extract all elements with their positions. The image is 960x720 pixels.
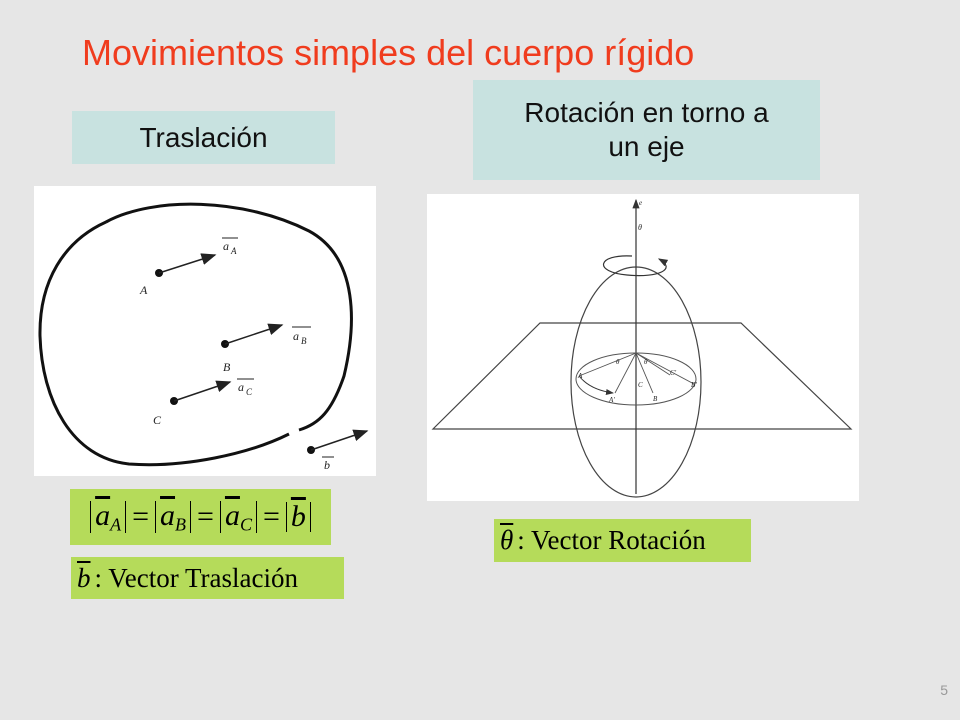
- theta-axis-label: θ: [638, 223, 642, 232]
- rotation-diagram-svg: e θ θ θ A C C' B' A' B: [431, 198, 853, 498]
- point-b-label: B: [223, 360, 231, 374]
- point-a-rot-label: A: [577, 372, 583, 380]
- radial-lines: [578, 352, 695, 394]
- equals-1: =: [132, 500, 150, 533]
- vector-a-label: a: [223, 239, 229, 253]
- translation-equation: aA = aB = aC = b: [70, 489, 331, 545]
- abs-a-b: aB: [155, 500, 192, 534]
- rigid-body-outline: [38, 202, 353, 467]
- rotation-vector-label: θ : Vector Rotación: [494, 519, 751, 562]
- swept-arc: [578, 375, 614, 395]
- point-a-prime-label: A': [608, 396, 615, 404]
- translation-vector-symbol: b: [77, 562, 91, 593]
- theta-angle-label-2: θ: [644, 358, 648, 366]
- vector-c-arrow: [173, 380, 232, 402]
- translation-heading-text: Traslación: [139, 121, 268, 153]
- translation-vector-text: : Vector Traslación: [94, 562, 299, 593]
- rotation-heading-line2: un eje: [608, 131, 685, 162]
- rotation-vector-text: : Vector Rotación: [517, 525, 706, 555]
- point-c-prime-label: C': [670, 369, 677, 377]
- abs-a-a: aA: [90, 500, 127, 534]
- vector-a-sub: A: [230, 246, 237, 256]
- equals-3: =: [262, 500, 280, 533]
- vector-b-free-arrow: [310, 429, 369, 451]
- rotation-heading: Rotación en torno a un eje: [473, 80, 820, 180]
- vector-b-arrow: [224, 323, 284, 345]
- translation-heading: Traslación: [72, 111, 335, 164]
- page-number: 5: [940, 682, 948, 698]
- axis-label: e: [639, 199, 642, 207]
- theta-angle-label-1: θ: [616, 358, 620, 366]
- rotation-vector-symbol: θ: [500, 525, 514, 555]
- point-b-rot-label: B: [653, 395, 658, 403]
- point-c-label: C: [153, 413, 162, 427]
- translation-vector-label: b : Vector Traslación: [71, 557, 344, 599]
- point-b-prime-label: B': [691, 381, 697, 389]
- vector-c-sub: C: [246, 387, 253, 397]
- vector-a-arrow: [158, 253, 217, 274]
- abs-a-c: aC: [219, 500, 257, 534]
- point-a-label: A: [139, 283, 148, 297]
- rotation-heading-line1: Rotación en torno a: [524, 97, 769, 129]
- slide-title: Movimientos simples del cuerpo rígido: [82, 32, 695, 73]
- abs-b: b: [285, 502, 311, 532]
- translation-diagram-svg: A a A B a B C a C b: [38, 202, 369, 472]
- rotation-arrow: [603, 255, 669, 277]
- rotation-plane: [431, 322, 853, 430]
- vector-b-free-label: b: [324, 458, 330, 472]
- vector-b-label: a: [293, 329, 299, 343]
- vector-b-sub: B: [301, 336, 307, 346]
- equals-2: =: [197, 500, 214, 533]
- point-c-rot-label: C: [638, 381, 643, 389]
- vector-c-label: a: [238, 380, 244, 394]
- rotation-diagram: e θ θ θ A C C' B' A' B: [427, 194, 859, 501]
- translation-diagram: A a A B a B C a C b: [34, 186, 376, 476]
